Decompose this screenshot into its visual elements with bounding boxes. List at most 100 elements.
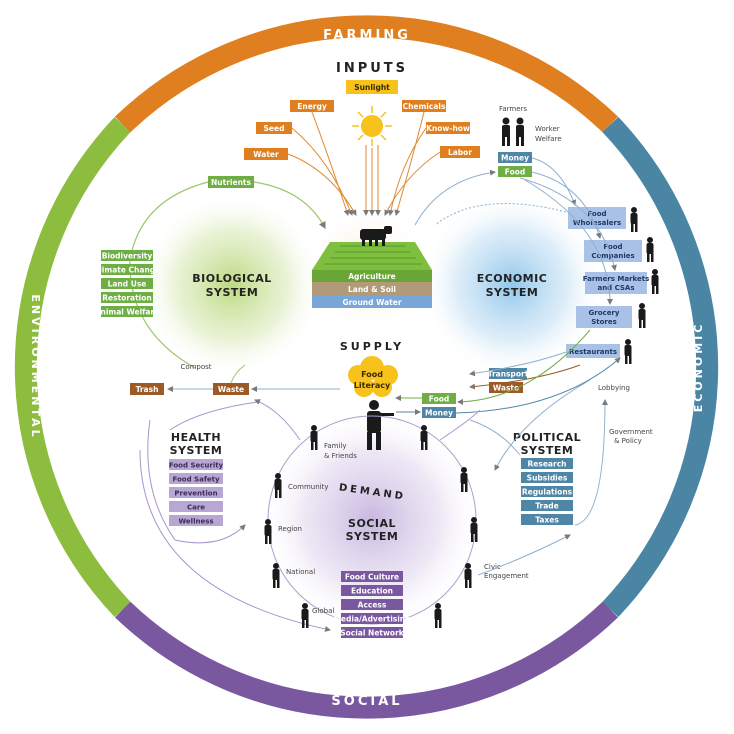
social-item: Food Culture [345, 573, 399, 582]
ground-water-label: Ground Water [342, 298, 401, 307]
bio-item: Climate Change [94, 266, 161, 275]
family-2: & Friends [324, 452, 357, 460]
econ-title-2: SYSTEM [486, 286, 539, 299]
water-label: Water [253, 150, 279, 159]
social-item: Media/Advertising [333, 615, 410, 624]
econ-blob [420, 193, 604, 377]
social-item: Social Network [340, 629, 405, 638]
flow-money-label: Money [425, 409, 453, 418]
chemicals-label: Chemicals [403, 102, 446, 111]
family-1: Family [324, 442, 347, 450]
ring-economic [602, 117, 719, 617]
political-system: POLITICAL SYSTEM Research Subsidies Regu… [469, 379, 653, 580]
econ-chain: Food Wholesalers Food Companies Farmers … [566, 207, 649, 358]
ring-label-environmental: ENVIRONMENTAL [29, 294, 42, 439]
sun-icon [352, 106, 392, 146]
social-title-1: SOCIAL [348, 517, 396, 530]
chain-item: Wholesalers [573, 219, 621, 227]
chain-item: and CSAs [597, 284, 634, 292]
worker-welfare-1: Worker [535, 125, 560, 133]
government-2: & Policy [614, 437, 642, 445]
trash-label: Trash [136, 385, 159, 394]
inputs-group: INPUTS Sunlight Energy Chemicals Seed Kn… [244, 61, 480, 216]
ring-label-social: SOCIAL [331, 694, 402, 709]
civic-1: Civic [484, 563, 501, 571]
cloud-icon [348, 356, 398, 397]
worker-welfare-2: Welfare [535, 135, 562, 143]
health-item: Prevention [174, 490, 217, 498]
bio-items: Biodiversity Climate Change Land Use Res… [94, 250, 161, 317]
econ-title-1: ECONOMIC [477, 272, 548, 285]
political-title-2: SYSTEM [521, 444, 574, 457]
bio-item: Land Use [108, 280, 147, 289]
social-item: Access [358, 601, 387, 610]
biological-system: BIOLOGICAL SYSTEM Nutrients Biodiversity… [94, 176, 326, 371]
bio-title-2: SYSTEM [206, 286, 259, 299]
flow-food-label: Food [429, 395, 450, 404]
bio-item: Animal Welfare [95, 308, 160, 317]
inputs-title: INPUTS [336, 61, 408, 76]
ring-label-farming: FARMING [323, 28, 411, 43]
cow-icon [360, 226, 392, 246]
farmers-icon [502, 117, 524, 146]
health-item: Food Security [169, 462, 224, 470]
agriculture-label: Agriculture [348, 272, 396, 281]
government-1: Government [609, 428, 653, 436]
global-label: Global [312, 607, 334, 615]
nutrients-label: Nutrients [211, 178, 251, 187]
land-soil-label: Land & Soil [348, 285, 396, 294]
bio-title-1: BIOLOGICAL [192, 272, 272, 285]
waste-label: Waste [218, 385, 244, 394]
farmers-label: Farmers [499, 105, 527, 113]
health-title-1: HEALTH [171, 431, 221, 444]
knowhow-label: Know-how [426, 124, 470, 133]
energy-label: Energy [297, 102, 327, 111]
political-item: Subsidies [527, 474, 568, 483]
political-title-1: POLITICAL [513, 431, 581, 444]
food-literacy-1: Food [361, 370, 383, 379]
labor-label: Labor [448, 148, 472, 157]
bio-item: Restoration [102, 294, 151, 303]
political-item: Regulations [522, 488, 573, 497]
chain-item: Companies [591, 252, 634, 260]
supply-label: SUPPLY [340, 340, 404, 353]
ring-environmental [14, 117, 131, 617]
health-title-2: SYSTEM [170, 444, 223, 457]
bio-blob [140, 193, 324, 377]
food-literacy-2: Literacy [354, 381, 391, 390]
outer-ring: FARMING SOCIAL ECONOMIC ENVIRONMENTAL [14, 15, 719, 719]
chain-item: Food [587, 210, 606, 218]
sunlight-label: Sunlight [354, 83, 390, 92]
health-system: HEALTH SYSTEM Food Security Food Safety … [139, 401, 331, 632]
sunlight-box [346, 80, 398, 94]
social-item: Education [351, 587, 393, 596]
civic-2: Engagement [484, 572, 529, 580]
ring-farming [114, 15, 619, 133]
chain-item: Farmers Markets [583, 275, 650, 283]
health-item: Food Safety [172, 476, 219, 484]
social-items: Food Culture Education Access Media/Adve… [333, 571, 411, 638]
agriculture-field [312, 242, 432, 270]
region-label: Region [278, 525, 302, 533]
farm-center: Agriculture Land & Soil Ground Water SUP… [312, 226, 432, 353]
economic-system: ECONOMIC SYSTEM Farmers Worker Welfare M… [414, 105, 659, 414]
national-label: National [286, 568, 315, 576]
transport-label: Transport [488, 370, 529, 379]
political-item: Research [528, 460, 567, 469]
ring-social [114, 601, 619, 719]
ring-label-economic: ECONOMIC [692, 322, 705, 413]
chain-item: Food [603, 243, 622, 251]
chain-item: Grocery [589, 309, 620, 317]
worker-icons [624, 207, 659, 364]
chain-item: Stores [591, 318, 617, 326]
people-icons [264, 425, 478, 628]
social-blob [260, 408, 484, 632]
health-item: Wellness [178, 518, 213, 526]
social-title-2: SYSTEM [346, 530, 399, 543]
compost-label: Compost [180, 363, 211, 371]
econ-money-label: Money [501, 154, 529, 163]
econ-food-label: Food [505, 168, 526, 177]
bio-item: Biodiversity [102, 252, 153, 261]
lobbying-label: Lobbying [598, 384, 630, 392]
